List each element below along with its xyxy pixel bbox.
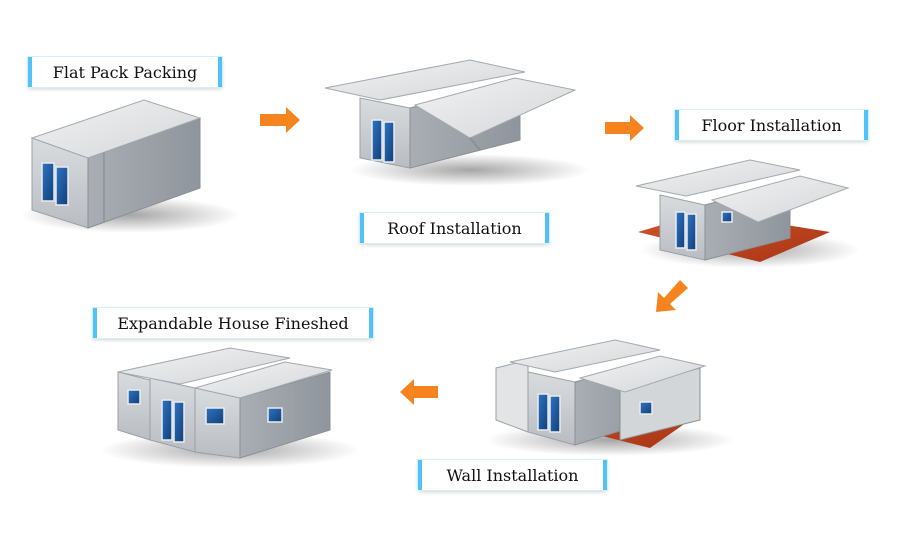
step-label-floor-installation: Floor Installation [675, 110, 868, 140]
floor-installation-illustration [635, 159, 860, 268]
step-label-wall-installation: Wall Installation [418, 460, 607, 490]
step-label-flat-pack-packing: Flat Pack Packing [28, 57, 222, 87]
step-label-roof-installation: Roof Installation [360, 213, 549, 243]
roof-installation-illustration [324, 59, 590, 186]
flat-pack-container-illustration [20, 99, 240, 233]
arrow-right-icon [260, 107, 300, 133]
step-label-expandable-house-finished: Expandable House Fineshed [93, 308, 373, 338]
step-label-text: Roof Installation [387, 218, 522, 238]
wall-installation-illustration [485, 339, 735, 456]
step-label-text: Expandable House Fineshed [117, 313, 349, 333]
step-label-text: Floor Installation [701, 115, 842, 135]
step-label-text: Flat Pack Packing [52, 62, 198, 82]
step-label-text: Wall Installation [446, 465, 579, 485]
arrow-down-left-icon [656, 280, 688, 312]
arrow-left-icon [400, 379, 438, 405]
arrow-right-icon [605, 115, 644, 141]
finished-house-illustration [100, 347, 360, 468]
